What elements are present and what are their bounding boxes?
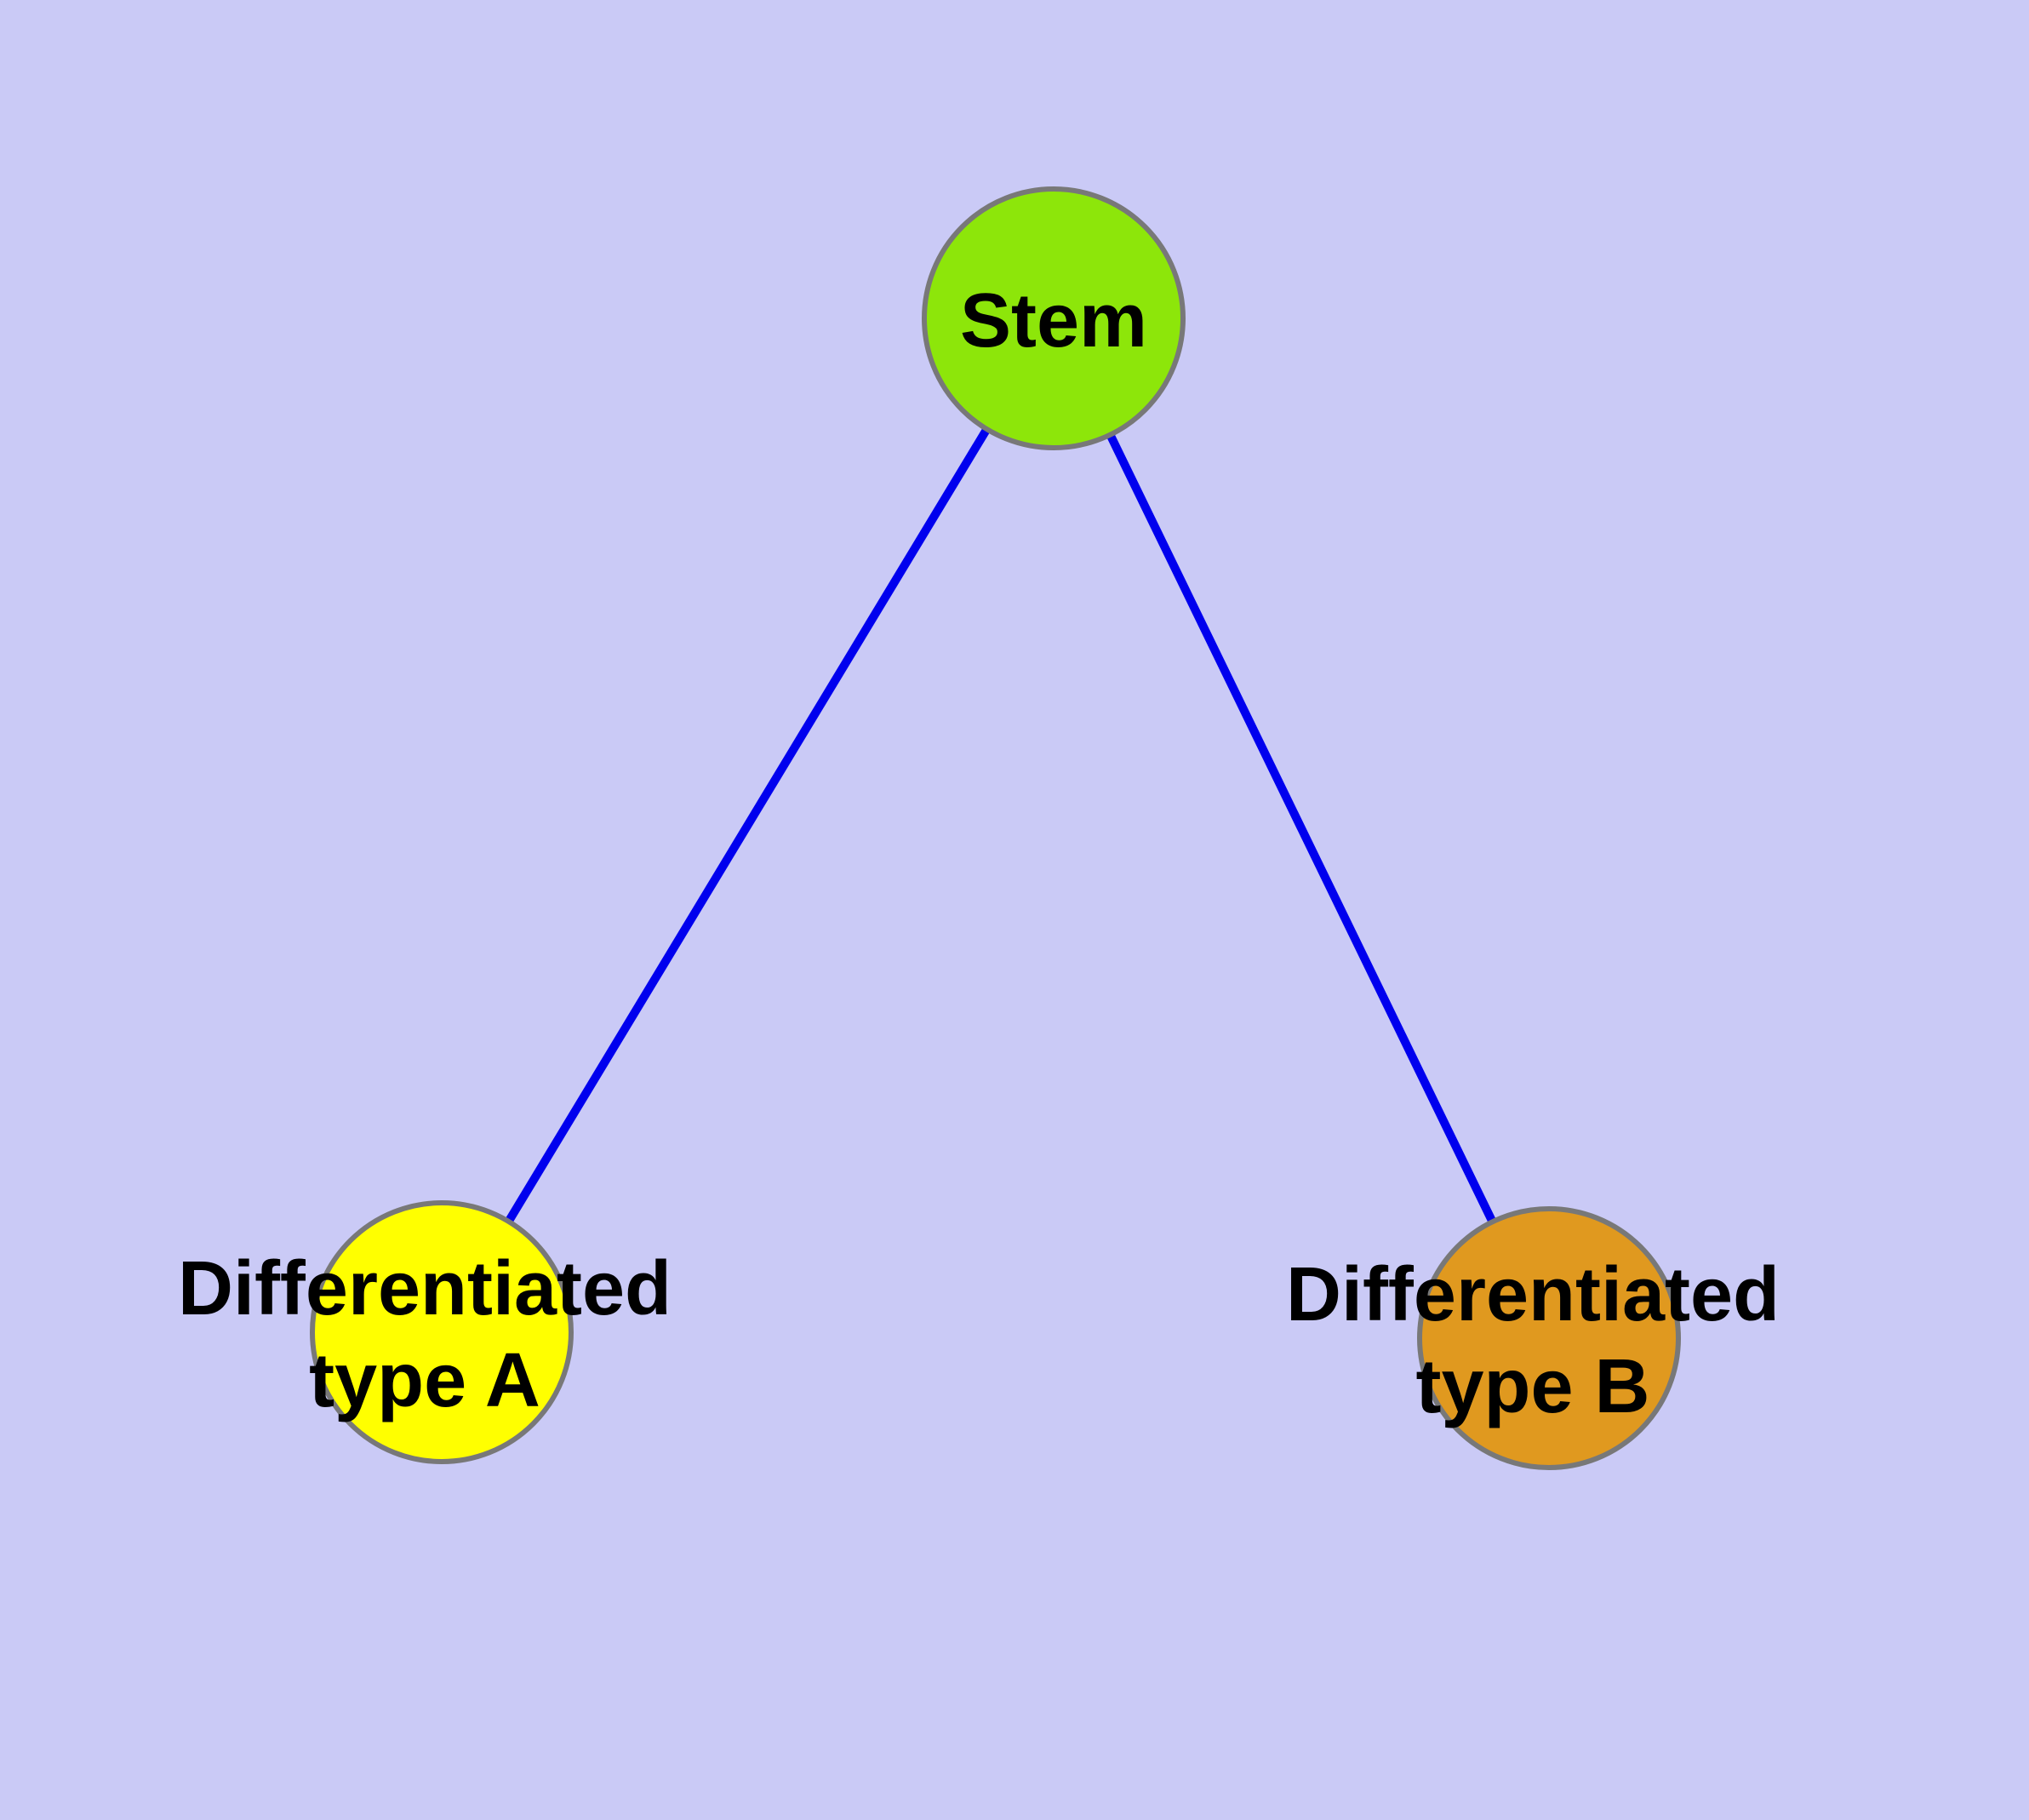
- node-diff-type-a-label-line-2: type A: [309, 1338, 540, 1423]
- nodes-layer: [310, 186, 1681, 1470]
- node-diff-type-b-circle: [1417, 1206, 1681, 1470]
- node-diff-type-a-circle: [310, 1200, 574, 1464]
- edge-stem-to-diff-type-a: [437, 316, 1058, 1335]
- node-diff-type-b-label-line-1: Differentiated: [1286, 1252, 1780, 1337]
- edges-layer: [437, 316, 1553, 1341]
- node-stem-label-line-1: Stem: [960, 278, 1147, 363]
- edge-stem-to-diff-type-b: [1049, 316, 1553, 1341]
- node-diff-type-b-label-line-2: type B: [1415, 1344, 1649, 1429]
- node-stem-circle: [922, 186, 1186, 450]
- node-diff-type-a-label-line-1: Differentiated: [178, 1246, 672, 1331]
